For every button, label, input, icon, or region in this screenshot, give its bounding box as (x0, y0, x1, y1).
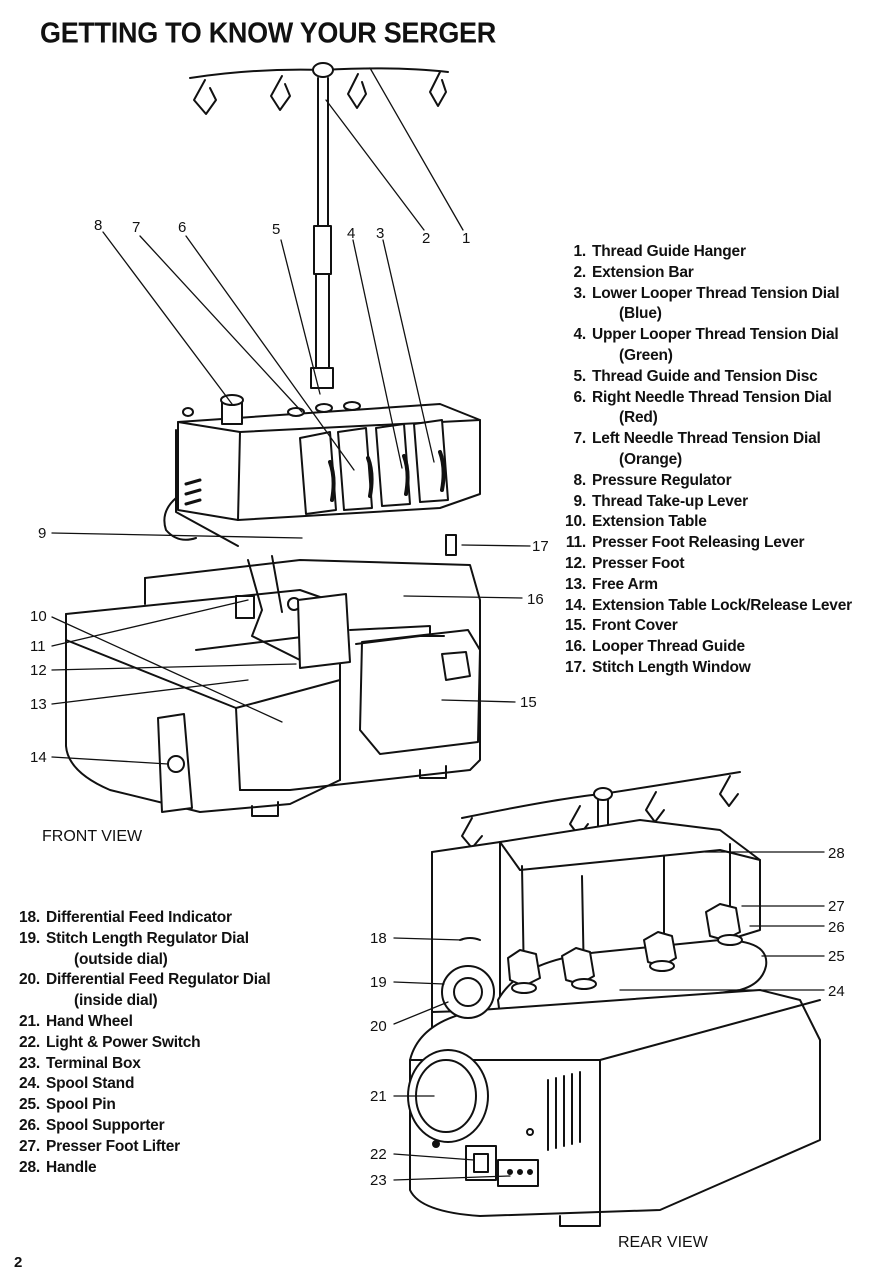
part-item: 3.Lower Looper Thread Tension Dial(Blue) (573, 284, 840, 323)
front-view-callouts: 1 2 3 4 5 6 7 8 9 10 11 12 13 14 15 16 1… (30, 217, 549, 766)
callout-3: 3 (376, 225, 384, 242)
rear-view-label: REAR VIEW (618, 1234, 708, 1251)
part-item: 9.Thread Take-up Lever (573, 492, 748, 510)
rear-view-callouts: 18 19 20 21 22 23 24 25 26 27 28 (370, 845, 845, 1189)
part-item: 26.Spool Supporter (19, 1116, 165, 1134)
part-item: 7.Left Needle Thread Tension Dial(Orange… (573, 430, 821, 468)
part-item: 4.Upper Looper Thread Tension Dial(Green… (573, 326, 839, 364)
part-item: 14.Extension Table Lock/Release Lever (565, 596, 852, 614)
part-item: 24.Spool Stand (19, 1075, 135, 1093)
part-item: 25.Spool Pin (19, 1096, 116, 1114)
rear-view-machine (407, 771, 821, 1227)
part-item: 11.Presser Foot Releasing Lever (565, 534, 805, 552)
part-item: 27.Presser Foot Lifter (19, 1137, 181, 1155)
callout-19: 19 (370, 974, 387, 991)
extension-bar (310, 77, 334, 389)
part-item: 21.Hand Wheel (19, 1012, 133, 1030)
callout-20: 20 (370, 1018, 387, 1035)
front-view-parts-list: 1.Thread Guide Hanger 2.Extension Bar 3.… (556, 242, 852, 679)
part-item: 2.Extension Bar (573, 263, 694, 281)
callout-25: 25 (828, 948, 845, 965)
callout-11: 11 (30, 638, 46, 655)
callout-18: 18 (370, 930, 387, 947)
part-item: 1.Thread Guide Hanger (573, 243, 746, 260)
callout-14: 14 (30, 749, 47, 766)
callout-24: 24 (828, 983, 845, 1000)
part-item: 16.Looper Thread Guide (565, 638, 745, 656)
part-item: 17.Stitch Length Window (565, 658, 751, 676)
callout-4: 4 (347, 225, 355, 242)
page-number: 2 (14, 1254, 23, 1271)
callout-16: 16 (527, 591, 544, 608)
thread-guide-hanger (189, 62, 449, 115)
callout-28: 28 (828, 845, 845, 862)
part-item: 13.Free Arm (565, 575, 658, 593)
part-item: 10.Extension Table (565, 513, 707, 531)
part-item: 6.Right Needle Thread Tension Dial(Red) (573, 388, 832, 427)
callout-10: 10 (30, 608, 47, 625)
callout-2: 2 (422, 230, 430, 247)
part-item: 20.Differential Feed Regulator Dial(insi… (19, 971, 271, 1010)
part-item: 28.Handle (19, 1158, 97, 1176)
page-title: GETTING TO KNOW YOUR SERGER (40, 17, 496, 49)
callout-23: 23 (370, 1172, 387, 1189)
rear-view-parts-list: 18.Differential Feed Indicator 19.Stitch… (16, 908, 271, 1178)
callout-7: 7 (132, 219, 140, 236)
callout-6: 6 (178, 219, 186, 236)
callout-8: 8 (94, 217, 102, 234)
part-item: 8.Pressure Regulator (573, 471, 732, 489)
callout-15: 15 (520, 694, 537, 711)
front-view-label: FRONT VIEW (42, 828, 143, 845)
front-view-leaders (51, 67, 531, 765)
callout-26: 26 (828, 919, 845, 936)
callout-1: 1 (462, 230, 470, 247)
part-item: 23.Terminal Box (19, 1054, 141, 1072)
tension-dials (299, 419, 449, 515)
part-item: 5.Thread Guide and Tension Disc (573, 367, 818, 385)
callout-17: 17 (532, 538, 549, 555)
callout-22: 22 (370, 1146, 387, 1163)
callout-5: 5 (272, 221, 280, 238)
part-item: 22.Light & Power Switch (19, 1033, 201, 1051)
part-item: 15.Front Cover (565, 617, 678, 635)
callout-9: 9 (38, 525, 46, 542)
front-view-machine (65, 62, 481, 817)
callout-21: 21 (370, 1088, 387, 1105)
part-item: 18.Differential Feed Indicator (19, 909, 232, 926)
callout-13: 13 (30, 696, 47, 713)
callout-27: 27 (828, 898, 845, 915)
part-item: 19.Stitch Length Regulator Dial(outside … (19, 929, 249, 968)
rear-view-leaders (393, 851, 825, 1181)
callout-12: 12 (30, 662, 47, 679)
spool-stand (497, 843, 768, 1019)
part-item: 12.Presser Foot (565, 554, 685, 572)
